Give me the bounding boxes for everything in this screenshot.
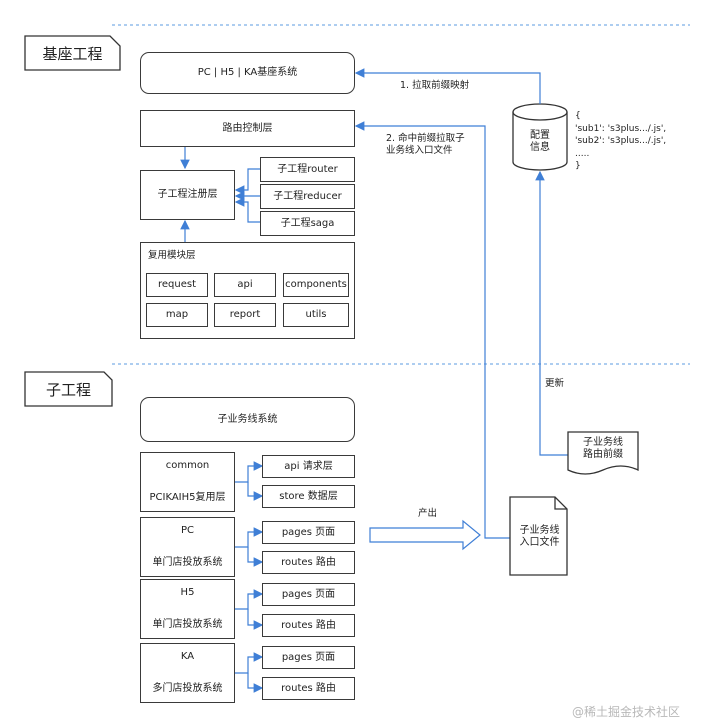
group-common-title: common bbox=[165, 460, 210, 471]
hit-prefix-arrow bbox=[354, 121, 510, 539]
router-inject-arrow bbox=[234, 168, 260, 195]
h5-routes: routes 路由 bbox=[262, 614, 355, 637]
fetch-prefix-arrow bbox=[354, 68, 541, 104]
produce-label: 产出 bbox=[418, 508, 438, 519]
pc-routes-arrow bbox=[247, 547, 264, 567]
router-control-layer: 路由控制层 bbox=[140, 110, 355, 147]
pc-pages: pages 页面 bbox=[262, 521, 355, 544]
hit-prefix-label: 2. 命中前缀拉取子 业务线入口文件 bbox=[386, 133, 465, 156]
sub-section-tab bbox=[24, 371, 113, 407]
common-api-arrow bbox=[235, 461, 264, 483]
sub-register-layer: 子工程注册层 bbox=[140, 170, 235, 220]
ka-pages-arrow bbox=[235, 652, 264, 674]
group-h5: H5 单门店投放系统 bbox=[140, 579, 235, 639]
route-prefix-label: 子业务线 路由前缀 bbox=[583, 437, 623, 460]
produce-block-arrow bbox=[369, 519, 481, 551]
base-system-box: PC | H5 | KA基座系统 bbox=[140, 52, 355, 94]
module-components: components bbox=[283, 273, 349, 297]
module-map: map bbox=[146, 303, 208, 327]
group-ka-title: KA bbox=[180, 651, 195, 662]
module-report: report bbox=[214, 303, 276, 327]
ka-routes: routes 路由 bbox=[262, 677, 355, 700]
sub-section-title: 子工程 bbox=[45, 380, 91, 399]
reuse-layer-title: 复用模块层 bbox=[148, 250, 196, 261]
h5-routes-arrow bbox=[247, 609, 264, 630]
common-store-layer: store 数据层 bbox=[262, 485, 355, 508]
h5-pages: pages 页面 bbox=[262, 583, 355, 606]
pc-routes: routes 路由 bbox=[262, 551, 355, 574]
sub-router-box: 子工程router bbox=[260, 157, 355, 182]
group-ka-subtitle: 多门店投放系统 bbox=[152, 683, 223, 694]
group-common: common PCIKAIH5复用层 bbox=[140, 452, 235, 512]
entry-file-label: 子业务线 入口文件 bbox=[519, 525, 560, 548]
group-pc: PC 单门店投放系统 bbox=[140, 517, 235, 577]
ka-routes-arrow bbox=[247, 673, 264, 693]
ka-pages: pages 页面 bbox=[262, 646, 355, 669]
sub-saga-box: 子工程saga bbox=[260, 211, 355, 236]
group-common-subtitle: PCIKAIH5复用层 bbox=[149, 492, 226, 503]
base-section-title: 基座工程 bbox=[42, 44, 103, 63]
module-utils: utils bbox=[283, 303, 349, 327]
sub-business-system-box: 子业务线系统 bbox=[140, 397, 355, 442]
sub-reducer-box: 子工程reducer bbox=[260, 184, 355, 209]
update-arrow bbox=[535, 170, 568, 456]
module-api: api bbox=[214, 273, 276, 297]
config-database-icon bbox=[512, 103, 568, 171]
base-section-tab bbox=[24, 35, 121, 71]
common-store-arrow bbox=[247, 482, 264, 501]
config-code: { 'sub1': 's3plus.../.js', 'sub2': 's3pl… bbox=[575, 111, 667, 171]
module-request: request bbox=[146, 273, 208, 297]
group-h5-title: H5 bbox=[180, 587, 195, 598]
config-label: 配置 信息 bbox=[530, 130, 550, 153]
common-api-layer: api 请求层 bbox=[262, 455, 355, 478]
h5-pages-arrow bbox=[235, 589, 264, 610]
group-h5-subtitle: 单门店投放系统 bbox=[152, 619, 223, 630]
watermark: @稀土掘金技术社区 bbox=[572, 705, 681, 719]
group-ka: KA 多门店投放系统 bbox=[140, 643, 235, 703]
fetch-prefix-label: 1. 拉取前缀映射 bbox=[400, 80, 470, 91]
route-prefix-doc-icon bbox=[567, 431, 639, 475]
pc-pages-arrow bbox=[235, 527, 264, 548]
entry-file-doc-icon bbox=[509, 496, 568, 576]
saga-inject-arrow bbox=[234, 197, 260, 223]
update-label: 更新 bbox=[545, 378, 565, 389]
group-pc-subtitle: 单门店投放系统 bbox=[152, 557, 223, 568]
group-pc-title: PC bbox=[180, 525, 194, 536]
